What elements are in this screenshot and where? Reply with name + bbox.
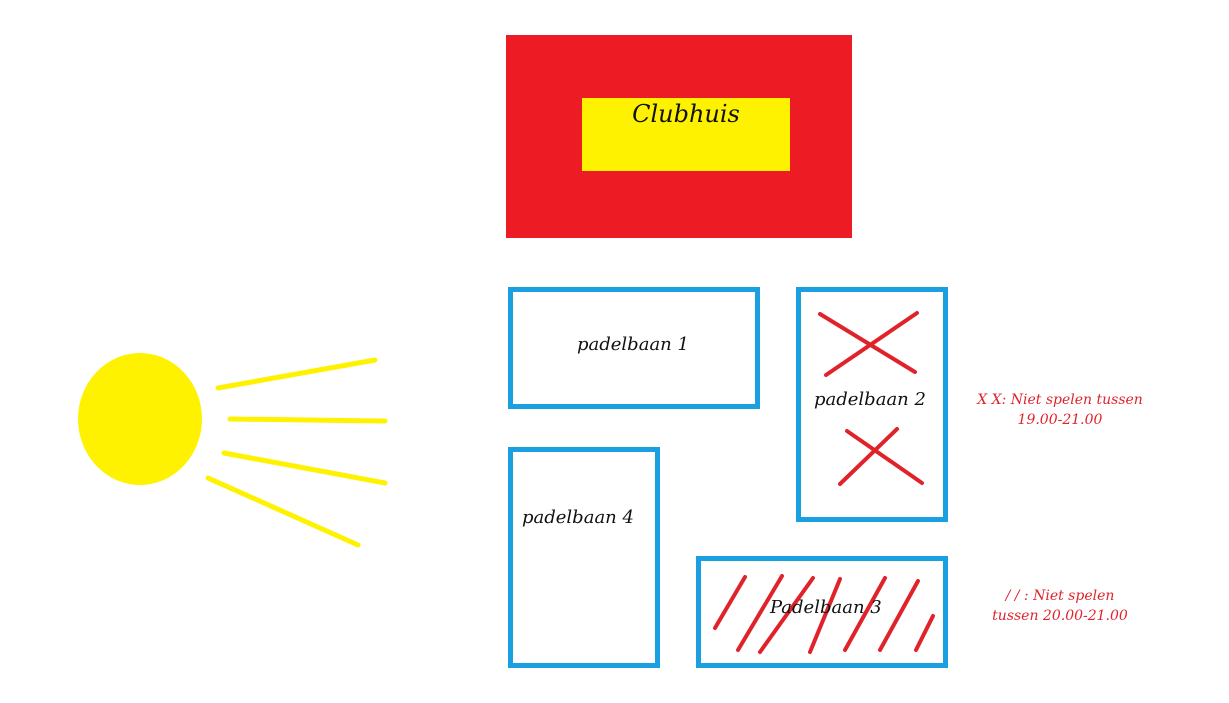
court-1-label: padelbaan 1 xyxy=(577,334,689,355)
sun-icon xyxy=(78,353,388,548)
clubhouse-label: Clubhuis xyxy=(632,100,740,128)
court-2-label: padelbaan 2 xyxy=(814,389,926,410)
court-2-cross-bottom xyxy=(838,427,924,486)
legend-cross: X X: Niet spelen tussen 19.00-21.00 xyxy=(965,390,1155,430)
court-3-label: Padelbaan 3 xyxy=(770,597,882,618)
court-2 xyxy=(796,287,948,522)
court-2-cross-top xyxy=(818,311,919,377)
court-3 xyxy=(696,556,948,668)
legend-slash-line2: tussen 20.00-21.00 xyxy=(992,608,1128,624)
clubhouse-label-box xyxy=(582,98,790,171)
court-1 xyxy=(508,287,760,409)
court-4 xyxy=(508,447,660,668)
court-4-label: padelbaan 4 xyxy=(522,507,634,528)
court-3-hatching xyxy=(713,574,935,654)
legend-cross-line1: X X: Niet spelen tussen xyxy=(977,392,1143,408)
legend-cross-line2: 19.00-21.00 xyxy=(1017,412,1103,428)
legend-slash: / / : Niet spelen tussen 20.00-21.00 xyxy=(975,586,1145,626)
legend-slash-line1: / / : Niet spelen xyxy=(1005,588,1115,604)
